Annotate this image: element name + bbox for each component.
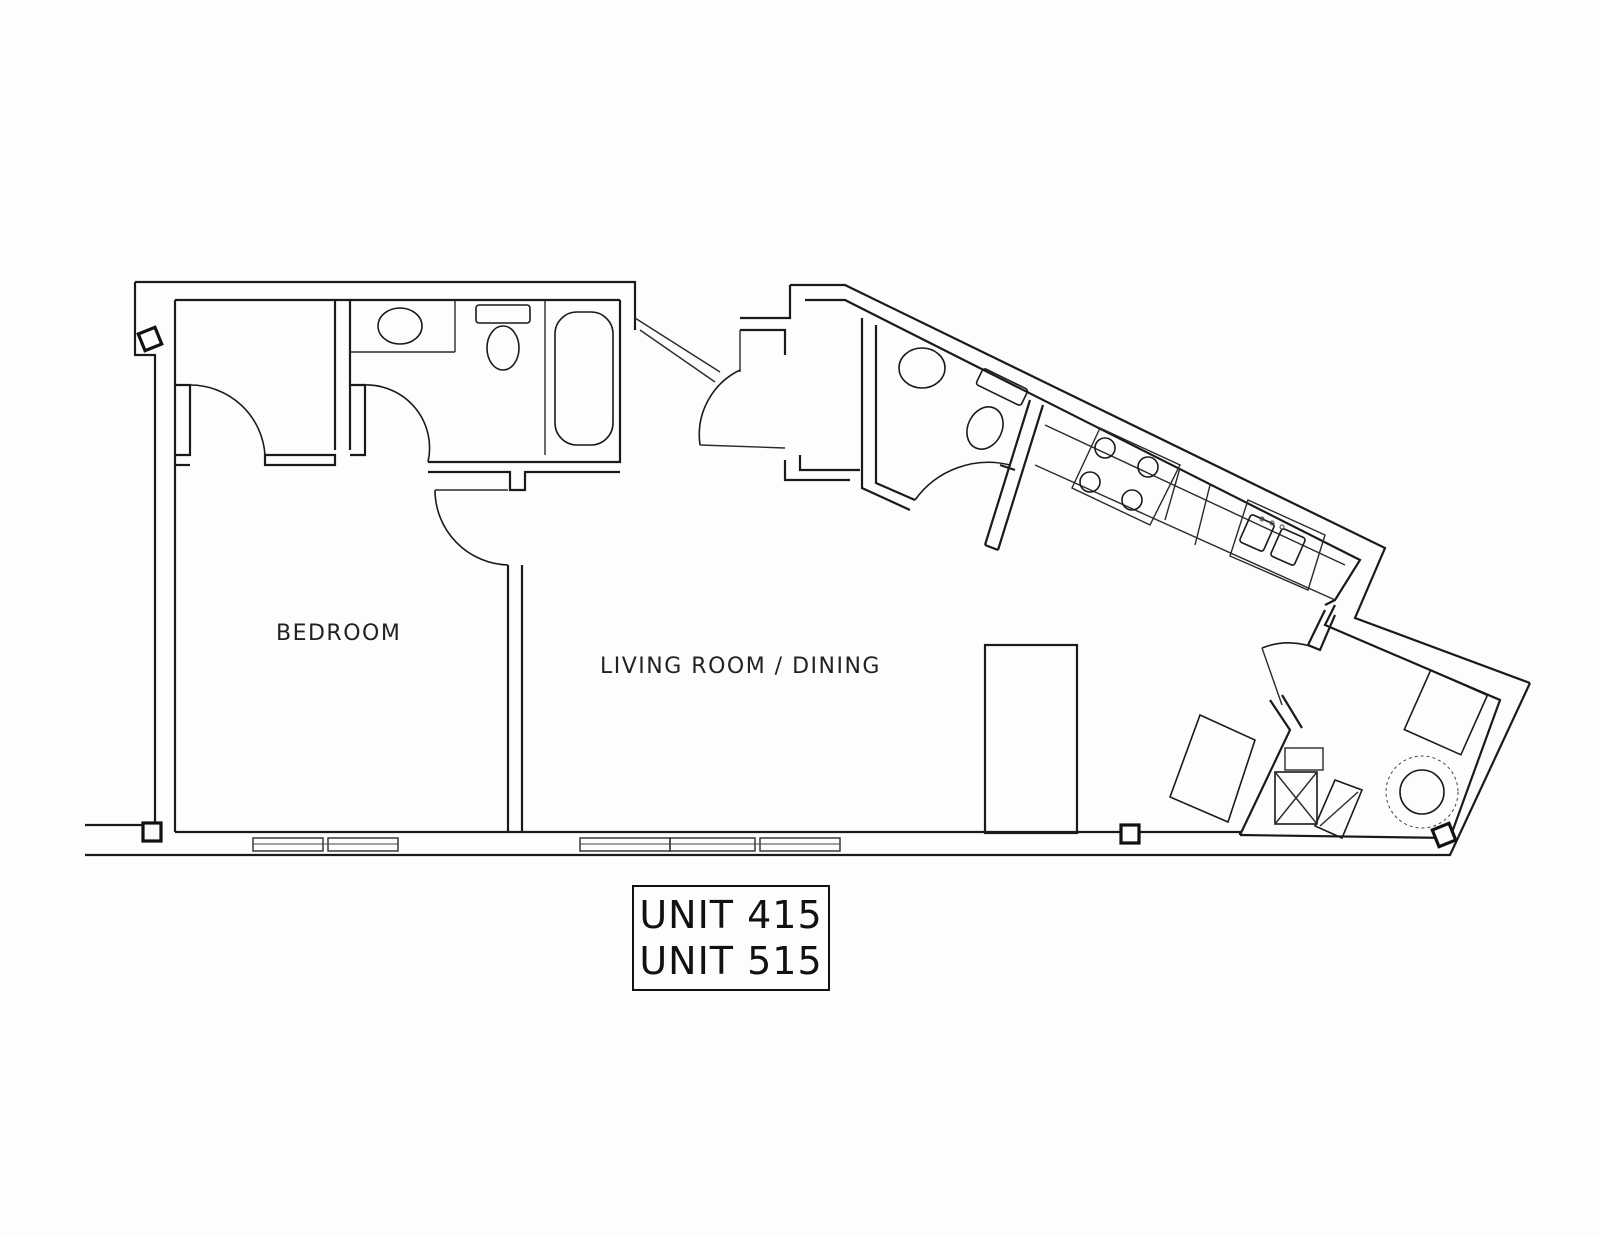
electric-panel-fixture <box>1313 778 1364 840</box>
windows <box>252 837 841 852</box>
water-heater-fixture <box>1399 769 1445 815</box>
outer-walls <box>85 280 1531 857</box>
toilet-bowl-fixture-2 <box>966 406 1004 450</box>
washer-fixture <box>1403 669 1489 756</box>
bathtub-fixture <box>554 311 614 446</box>
room-label-bedroom: BEDROOM <box>276 621 401 646</box>
room-label-living-dining: LIVING ROOM / DINING <box>600 654 881 679</box>
sink-fixture <box>377 307 423 345</box>
unit-number-line-2: UNIT 515 <box>639 939 823 983</box>
range-fixture <box>1071 427 1211 546</box>
utility-box-fixture <box>1274 771 1318 825</box>
unit-number-box: UNIT 415 UNIT 515 <box>632 885 830 991</box>
sink-fixture-2 <box>898 347 946 389</box>
doors <box>189 330 1321 706</box>
unit-number-line-1: UNIT 415 <box>639 893 823 937</box>
columns <box>136 325 1458 849</box>
toilet-tank-fixture <box>475 304 531 324</box>
toilet-bowl-fixture <box>486 325 520 371</box>
kitchen-sink-fixture <box>1229 499 1326 591</box>
toilet-tank-fixture-2 <box>975 368 1029 406</box>
dishwasher-fixture <box>1168 713 1256 824</box>
fixtures <box>377 304 1489 840</box>
interior-walls <box>175 285 1346 836</box>
